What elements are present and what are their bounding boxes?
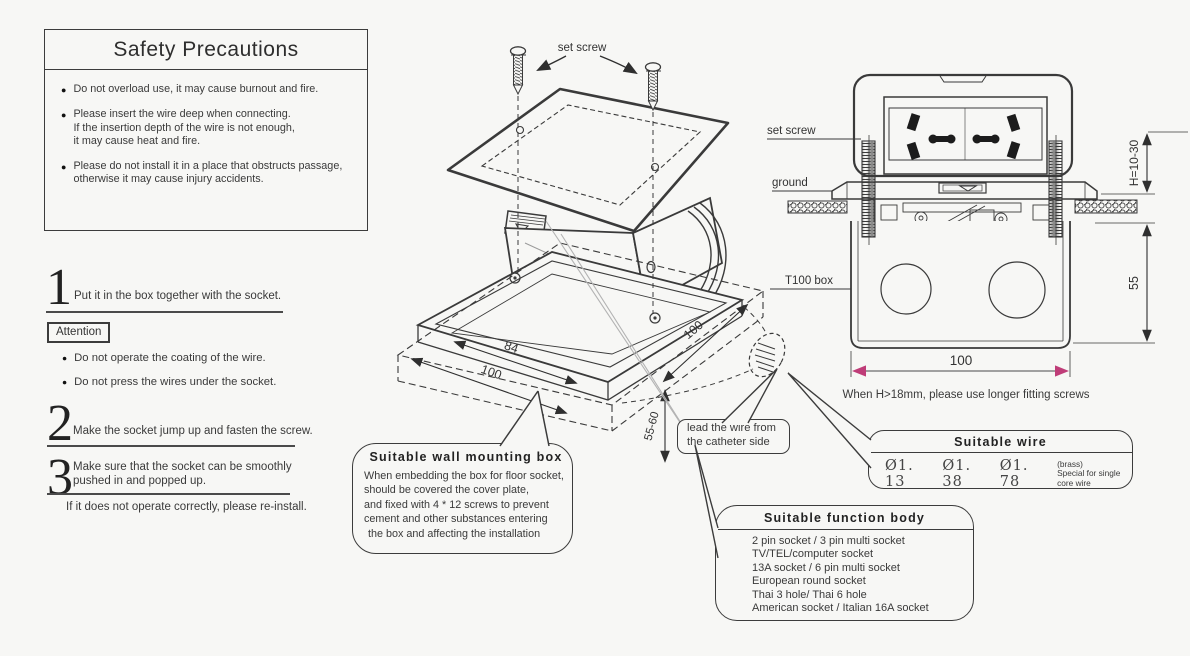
safety-item: ● Please insert the wire deep when conne… — [61, 108, 357, 149]
safety-title: Safety Precautions — [45, 30, 367, 70]
attention-item: ● Do not press the wires under the socke… — [62, 376, 276, 389]
side-knob — [646, 260, 656, 274]
safety-list: ● Do not overload use, it may cause burn… — [45, 70, 367, 187]
callout-wall-mounting-box: Suitable wall mounting box When embeddin… — [352, 443, 573, 554]
callout-suitable-wire: Suitable wire Ø1. 13 Ø1. 38 Ø1. 78 (bras… — [868, 430, 1133, 490]
plate-screw-hole — [515, 125, 525, 135]
bullet-icon: ● — [61, 85, 67, 95]
latch-triangle-icon — [958, 185, 978, 192]
safety-item: ● Please do not install it in a place th… — [61, 160, 357, 187]
step-3-number: 3 — [47, 449, 73, 506]
bullet-icon: ● — [61, 110, 67, 120]
step-1-number: 1 — [46, 259, 72, 316]
ground-strip-right — [1074, 199, 1138, 214]
t100-box — [850, 221, 1071, 349]
safety-item-text: Please do not install it in a place that… — [73, 159, 343, 172]
ground-strip-left — [787, 200, 848, 214]
svg-text:H=10-30: H=10-30 — [1127, 139, 1141, 186]
dimension-100: 100 — [850, 351, 1071, 377]
step-2-text: Make the socket jump up and fasten the s… — [73, 425, 313, 437]
attention-item-text: Do not press the wires under the socket. — [74, 376, 277, 388]
safety-item-text: Please insert the wire deep when connect… — [73, 108, 291, 120]
isometric-assembly-diagram: set screw — [396, 42, 786, 463]
flip-lid — [852, 73, 1074, 178]
step-3-underline — [47, 493, 290, 495]
set-screw-left — [509, 46, 527, 273]
wires — [687, 202, 727, 300]
knockout-hole — [988, 261, 1046, 319]
callout-body: 2 pin socket / 3 pin multi socket TV/TEL… — [752, 535, 929, 615]
ground-label: ground — [772, 177, 808, 189]
wire-diameter: Ø1. 78 — [999, 458, 1029, 490]
attention-item: ● Do not operate the coating of the wire… — [62, 352, 266, 365]
set-screw-rod-right — [1048, 135, 1063, 245]
callout-title: Suitable function body — [716, 506, 973, 530]
svg-text:100: 100 — [950, 353, 973, 368]
safety-item-text: Do not overload use, it may cause burnou… — [73, 83, 319, 95]
bullet-icon: ● — [61, 161, 67, 172]
callout-body: lead the wire from the catheter side — [687, 422, 776, 448]
set-screw-rod-left — [861, 135, 876, 245]
svg-text:55: 55 — [1127, 276, 1141, 290]
dimension-100-left: 100 — [410, 357, 568, 415]
wire-diameter: Ø1. 38 — [942, 458, 972, 490]
plate-screw-hole — [650, 162, 660, 172]
set-screw-label: set screw — [767, 125, 816, 137]
safety-item-text: If the insertion depth of the wire is no… — [73, 121, 295, 134]
wire-sizes: Ø1. 13 Ø1. 38 Ø1. 78 (brass) Special for… — [869, 453, 1132, 490]
dimension-55: 55 — [1073, 222, 1155, 344]
step-1-text: Put it in the box together with the sock… — [74, 290, 282, 302]
callout-lead-wire: lead the wire from the catheter side — [677, 419, 790, 454]
knockout-hole — [880, 263, 932, 315]
socket-pins — [906, 113, 1021, 160]
step-3-line: pushed in and popped up. — [73, 475, 207, 487]
step-1-underline — [46, 311, 283, 313]
step-2-number: 2 — [47, 395, 73, 452]
safety-item: ● Do not overload use, it may cause burn… — [61, 83, 357, 97]
lid-notch — [939, 75, 987, 83]
attention-label: Attention — [47, 322, 111, 343]
svg-text:84: 84 — [502, 338, 520, 356]
longer-screws-note: When H>18mm, please use longer fitting s… — [842, 389, 1089, 401]
wire-note: (brass) Special for single core wire — [1057, 458, 1121, 488]
leader-lines-function-body — [545, 220, 696, 446]
set-screw-right — [644, 62, 662, 313]
callout-title: Suitable wall mounting box — [369, 450, 563, 464]
callout-body: When embedding the box for floor socket,… — [364, 470, 564, 540]
step-3-line: Make sure that the socket can be smoothl… — [73, 461, 292, 473]
step-3-note: If it does not operate correctly, please… — [66, 501, 307, 513]
cover-plate-section — [831, 181, 1098, 200]
svg-text:100: 100 — [479, 362, 503, 382]
t100-box-label: T100 box — [785, 275, 833, 287]
dimension-55-60: 55-60 — [642, 389, 670, 463]
safety-item-text: otherwise it may cause injury accidents. — [73, 173, 264, 186]
screw-boss — [649, 312, 661, 324]
safety-item-text: it may cause heat and fire. — [73, 135, 201, 148]
safety-precautions-panel: Safety Precautions ● Do not overload use… — [44, 29, 368, 231]
svg-text:55-60: 55-60 — [642, 410, 661, 442]
set-screw-arrows — [536, 55, 638, 75]
wire-diameter: Ø1. 13 — [885, 458, 914, 490]
step-3-text: Make sure that the socket can be smoothl… — [73, 460, 292, 488]
cross-section-diagram: set screw ground T100 box H=10-30 55 100… — [767, 73, 1188, 401]
set-screw-label: set screw — [558, 42, 607, 54]
bullet-icon: ● — [62, 353, 68, 363]
attention-item-text: Do not operate the coating of the wire. — [74, 352, 266, 364]
step-2-underline — [47, 445, 295, 447]
bullet-icon: ● — [62, 377, 68, 387]
callout-title: Suitable wire — [869, 431, 1132, 453]
callout-function-body: Suitable function body 2 pin socket / 3 … — [715, 505, 974, 621]
dimension-h: H=10-30 — [1101, 131, 1188, 195]
